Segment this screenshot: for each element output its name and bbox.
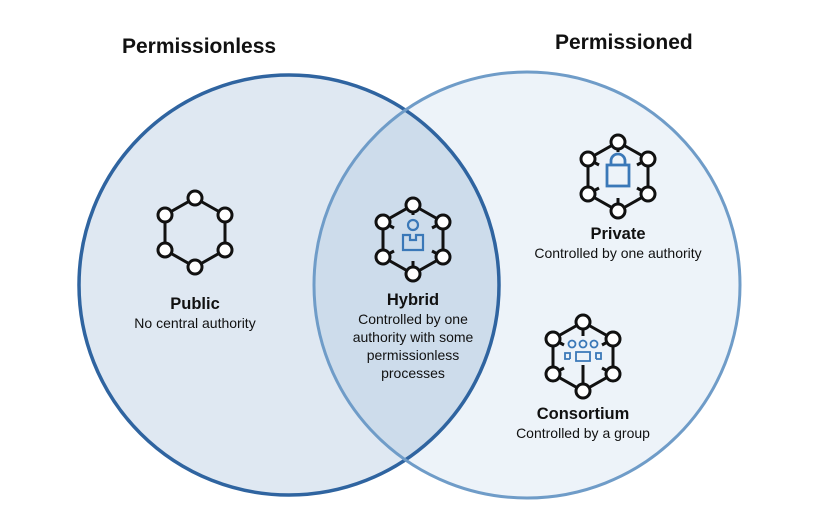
private-name: Private xyxy=(590,225,646,243)
hybrid-description-line-1: Controlled by one xyxy=(358,311,468,327)
network-user-icon xyxy=(374,196,452,283)
region-consortium: Consortium Controlled by a group xyxy=(516,404,650,442)
permissionless-circle xyxy=(77,73,501,497)
hybrid-description-line-4: processes xyxy=(381,365,445,381)
consortium-name: Consortium xyxy=(536,405,630,423)
permissioned-title: Permissioned xyxy=(555,31,693,54)
region-public: Public No central authority xyxy=(134,294,255,332)
hybrid-name: Hybrid xyxy=(386,291,440,309)
permissionless-title: Permissionless xyxy=(122,35,277,58)
network-group-icon xyxy=(544,313,622,400)
public-name: Public xyxy=(170,295,220,313)
permissioned-circle xyxy=(312,70,742,500)
hybrid-description-line-3: permissionless xyxy=(366,347,460,363)
public-description: No central authority xyxy=(134,315,256,331)
hexagon-network-icon xyxy=(156,189,234,276)
region-hybrid: Hybrid Controlled by one authority with … xyxy=(353,290,474,382)
private-description: Controlled by one authority xyxy=(534,245,702,261)
consortium-description: Controlled by a group xyxy=(516,425,650,441)
region-private: Private Controlled by one authority xyxy=(534,224,701,262)
hybrid-description-line-2: authority with some xyxy=(352,329,474,345)
network-lock-icon xyxy=(579,133,657,220)
overlap-region xyxy=(314,75,499,495)
